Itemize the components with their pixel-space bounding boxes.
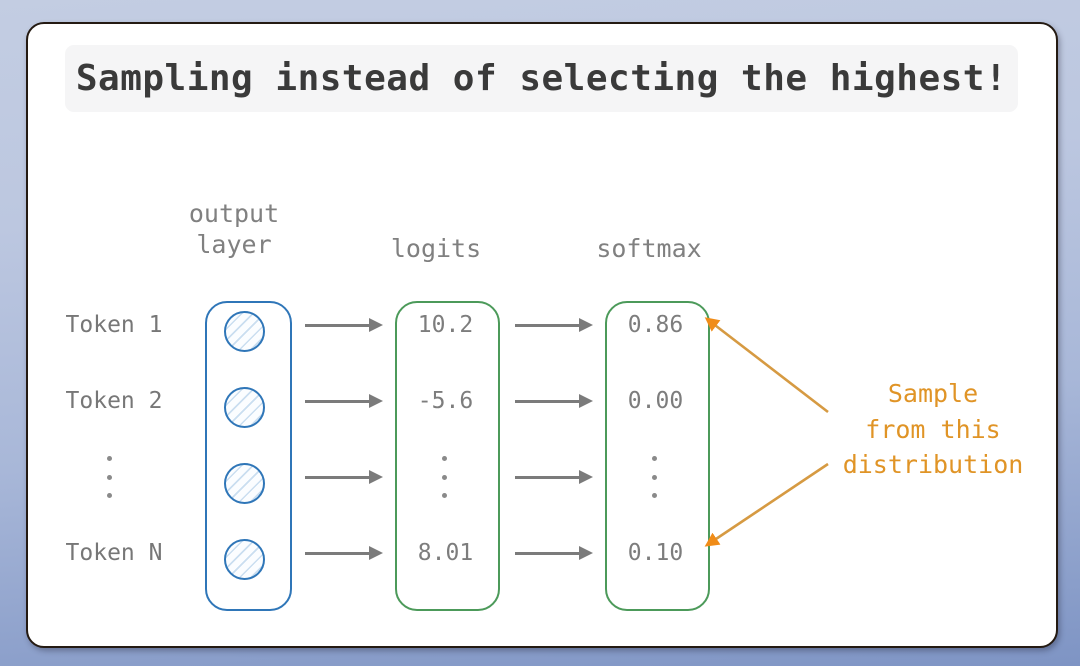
logit-value-token-1: 10.2 [417, 312, 474, 338]
neuron-token-1 [224, 311, 265, 352]
row-label-token-2: Token 2 [65, 388, 163, 414]
arrow-right-icon [515, 470, 593, 484]
dot [652, 493, 657, 498]
softmax-box [605, 301, 710, 611]
row-label-token-n: Token N [65, 540, 163, 566]
arrow-down-left-icon [704, 462, 829, 547]
column-header-logits: logits [390, 234, 482, 263]
neuron-ellipsis [224, 463, 265, 504]
arrow-right-icon [305, 470, 383, 484]
dot [107, 493, 112, 498]
logits-box [395, 301, 500, 611]
page-title: Sampling instead of selecting the highes… [75, 58, 1008, 99]
dot [442, 456, 447, 461]
row-label-token-1: Token 1 [65, 312, 163, 338]
dot [652, 474, 657, 480]
softmax-value-token-2: 0.00 [627, 388, 684, 414]
arrow-right-icon [305, 318, 383, 332]
arrow-right-icon [515, 318, 593, 332]
softmax-value-token-n: 0.10 [627, 540, 684, 566]
annotation-label: Sample from this distribution [842, 379, 1024, 479]
dot [652, 456, 657, 461]
column-header-softmax: softmax [596, 234, 702, 263]
logit-value-ellipsis [442, 456, 447, 498]
title-banner: Sampling instead of selecting the highes… [65, 45, 1018, 112]
dot [442, 474, 447, 480]
softmax-value-token-1: 0.86 [627, 312, 684, 338]
row-label-ellipsis [107, 456, 112, 498]
slide-card: Sampling instead of selecting the highes… [26, 22, 1058, 648]
neuron-token-n [224, 539, 265, 580]
column-header-output-layer: output layer [188, 199, 280, 259]
logit-value-token-n: 8.01 [417, 540, 474, 566]
arrow-right-icon [305, 394, 383, 408]
arrow-right-icon [515, 546, 593, 560]
neuron-token-2 [224, 387, 265, 428]
dot [442, 493, 447, 498]
softmax-value-ellipsis [652, 456, 657, 498]
dot [107, 474, 112, 480]
arrow-up-left-icon [704, 317, 829, 414]
arrow-right-icon [305, 546, 383, 560]
logit-value-token-2: -5.6 [417, 388, 474, 414]
arrow-right-icon [515, 394, 593, 408]
dot [107, 456, 112, 461]
